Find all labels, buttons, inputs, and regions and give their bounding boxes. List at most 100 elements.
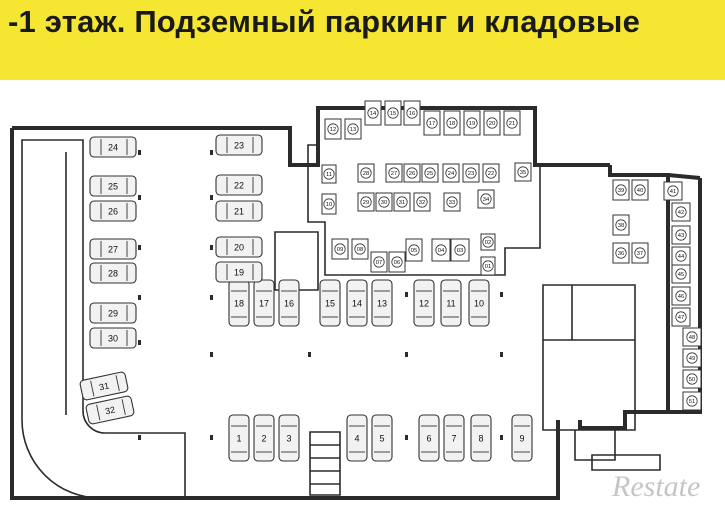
storage-room-05: 05 bbox=[405, 238, 423, 262]
parking-spot-number: 13 bbox=[377, 299, 387, 309]
parking-spot-number: 16 bbox=[284, 299, 294, 309]
storage-room-number: 51 bbox=[689, 399, 695, 405]
storage-room-number: 16 bbox=[409, 111, 415, 117]
parking-spot-number: 22 bbox=[234, 181, 244, 191]
parking-spot-number: 27 bbox=[108, 245, 118, 255]
storage-room-number: 48 bbox=[689, 335, 695, 341]
storage-room-number: 38 bbox=[618, 223, 624, 229]
parking-spot-number: 29 bbox=[108, 309, 118, 319]
storage-room-number: 34 bbox=[483, 197, 490, 203]
storage-room-number: 27 bbox=[391, 171, 397, 177]
storage-room-26: 26 bbox=[403, 163, 421, 183]
storage-room-number: 15 bbox=[390, 111, 396, 117]
storage-room-number: 49 bbox=[689, 356, 695, 362]
storage-room-42: 42 bbox=[671, 202, 691, 222]
parking-spot-5: 5 bbox=[371, 414, 393, 462]
storage-room-36: 36 bbox=[612, 242, 630, 264]
parking-spot-number: 6 bbox=[426, 434, 431, 444]
parking-spot-number: 28 bbox=[108, 269, 118, 279]
storage-room-number: 44 bbox=[678, 254, 685, 260]
car-icon bbox=[319, 279, 341, 327]
ramp-outline bbox=[21, 139, 186, 499]
storage-room-number: 08 bbox=[357, 247, 363, 253]
storage-room-number: 45 bbox=[678, 272, 684, 278]
walls bbox=[10, 106, 702, 500]
storage-room-27: 27 bbox=[385, 163, 403, 183]
parking-spot-12: 12 bbox=[413, 279, 435, 327]
parking-spot-28: 28 bbox=[89, 262, 137, 284]
storage-room-10: 10 bbox=[321, 193, 337, 215]
storage-room-number: 14 bbox=[370, 111, 377, 117]
parking-spot-2: 2 bbox=[253, 414, 275, 462]
car-icon bbox=[253, 414, 275, 462]
outer-wall-east bbox=[668, 178, 702, 414]
storage-room-number: 17 bbox=[429, 121, 435, 127]
parking-spot-11: 11 bbox=[440, 279, 462, 327]
storage-room-06: 06 bbox=[388, 251, 406, 273]
storage-room-number: 23 bbox=[468, 171, 474, 177]
storage-room-number: 09 bbox=[337, 247, 343, 253]
storage-room-23: 23 bbox=[462, 163, 480, 183]
storage-room-number: 30 bbox=[381, 200, 387, 206]
storage-room-number: 21 bbox=[509, 121, 515, 127]
parking-spot-number: 1 bbox=[236, 434, 241, 444]
storage-room-43: 43 bbox=[671, 225, 691, 245]
parking-spot-8: 8 bbox=[470, 414, 492, 462]
parking-spot-number: 4 bbox=[354, 434, 359, 444]
car-icon bbox=[346, 279, 368, 327]
parking-spot-number: 30 bbox=[108, 334, 118, 344]
storage-room-19: 19 bbox=[463, 110, 481, 136]
car-icon bbox=[85, 395, 135, 425]
parking-spot-number: 19 bbox=[234, 268, 244, 278]
car-icon bbox=[215, 174, 263, 196]
storage-room-number: 39 bbox=[618, 188, 624, 194]
storage-room-number: 24 bbox=[448, 171, 455, 177]
storage-room-40: 40 bbox=[631, 179, 649, 201]
parking-spot-25: 25 bbox=[89, 175, 137, 197]
parking-spot-number: 10 bbox=[474, 299, 484, 309]
storage-room-51: 51 bbox=[682, 391, 702, 411]
car-icon bbox=[253, 279, 275, 327]
car-icon bbox=[89, 175, 137, 197]
storage-room-number: 37 bbox=[637, 251, 643, 257]
parking-spot-20: 20 bbox=[215, 236, 263, 258]
parking-spot-number: 21 bbox=[234, 207, 244, 217]
storage-room-37: 37 bbox=[631, 242, 649, 264]
parking-spot-number: 8 bbox=[478, 434, 483, 444]
storage-room-25: 25 bbox=[421, 163, 439, 183]
outer-wall bbox=[10, 128, 560, 500]
storage-room-number: 25 bbox=[427, 171, 433, 177]
car-icon bbox=[89, 238, 137, 260]
parking-spot-number: 23 bbox=[234, 141, 244, 151]
car-icon bbox=[413, 279, 435, 327]
storage-room-number: 06 bbox=[394, 260, 400, 266]
storage-room-50: 50 bbox=[682, 369, 702, 389]
storage-room-number: 02 bbox=[485, 240, 491, 246]
storage-room-32: 32 bbox=[413, 192, 431, 212]
parking-spot-30: 30 bbox=[89, 327, 137, 349]
parking-spot-number: 2 bbox=[261, 434, 266, 444]
parking-spot-number: 20 bbox=[234, 243, 244, 253]
storage-room-number: 40 bbox=[637, 188, 643, 194]
storage-room-08: 08 bbox=[351, 238, 369, 260]
car-icon bbox=[89, 136, 137, 158]
car-icon bbox=[215, 134, 263, 156]
storage-room-29: 29 bbox=[357, 192, 375, 212]
storage-room-number: 12 bbox=[330, 127, 336, 133]
outer-wall-east-top bbox=[667, 173, 701, 180]
parking-spot-17: 17 bbox=[253, 279, 275, 327]
storage-room-number: 07 bbox=[376, 260, 382, 266]
car-icon bbox=[215, 200, 263, 222]
storage-room-30: 30 bbox=[375, 192, 393, 212]
storage-room-number: 13 bbox=[350, 127, 356, 133]
storage-room-number: 03 bbox=[457, 248, 463, 254]
storage-room-38: 38 bbox=[612, 214, 630, 236]
storage-room-number: 19 bbox=[469, 121, 475, 127]
storage-room-number: 31 bbox=[399, 200, 405, 206]
title-banner: -1 этаж. Подземный паркинг и кладовые bbox=[0, 0, 725, 80]
storage-room-18: 18 bbox=[443, 110, 461, 136]
storage-room-07: 07 bbox=[370, 251, 388, 273]
storage-room-45: 45 bbox=[671, 264, 691, 284]
